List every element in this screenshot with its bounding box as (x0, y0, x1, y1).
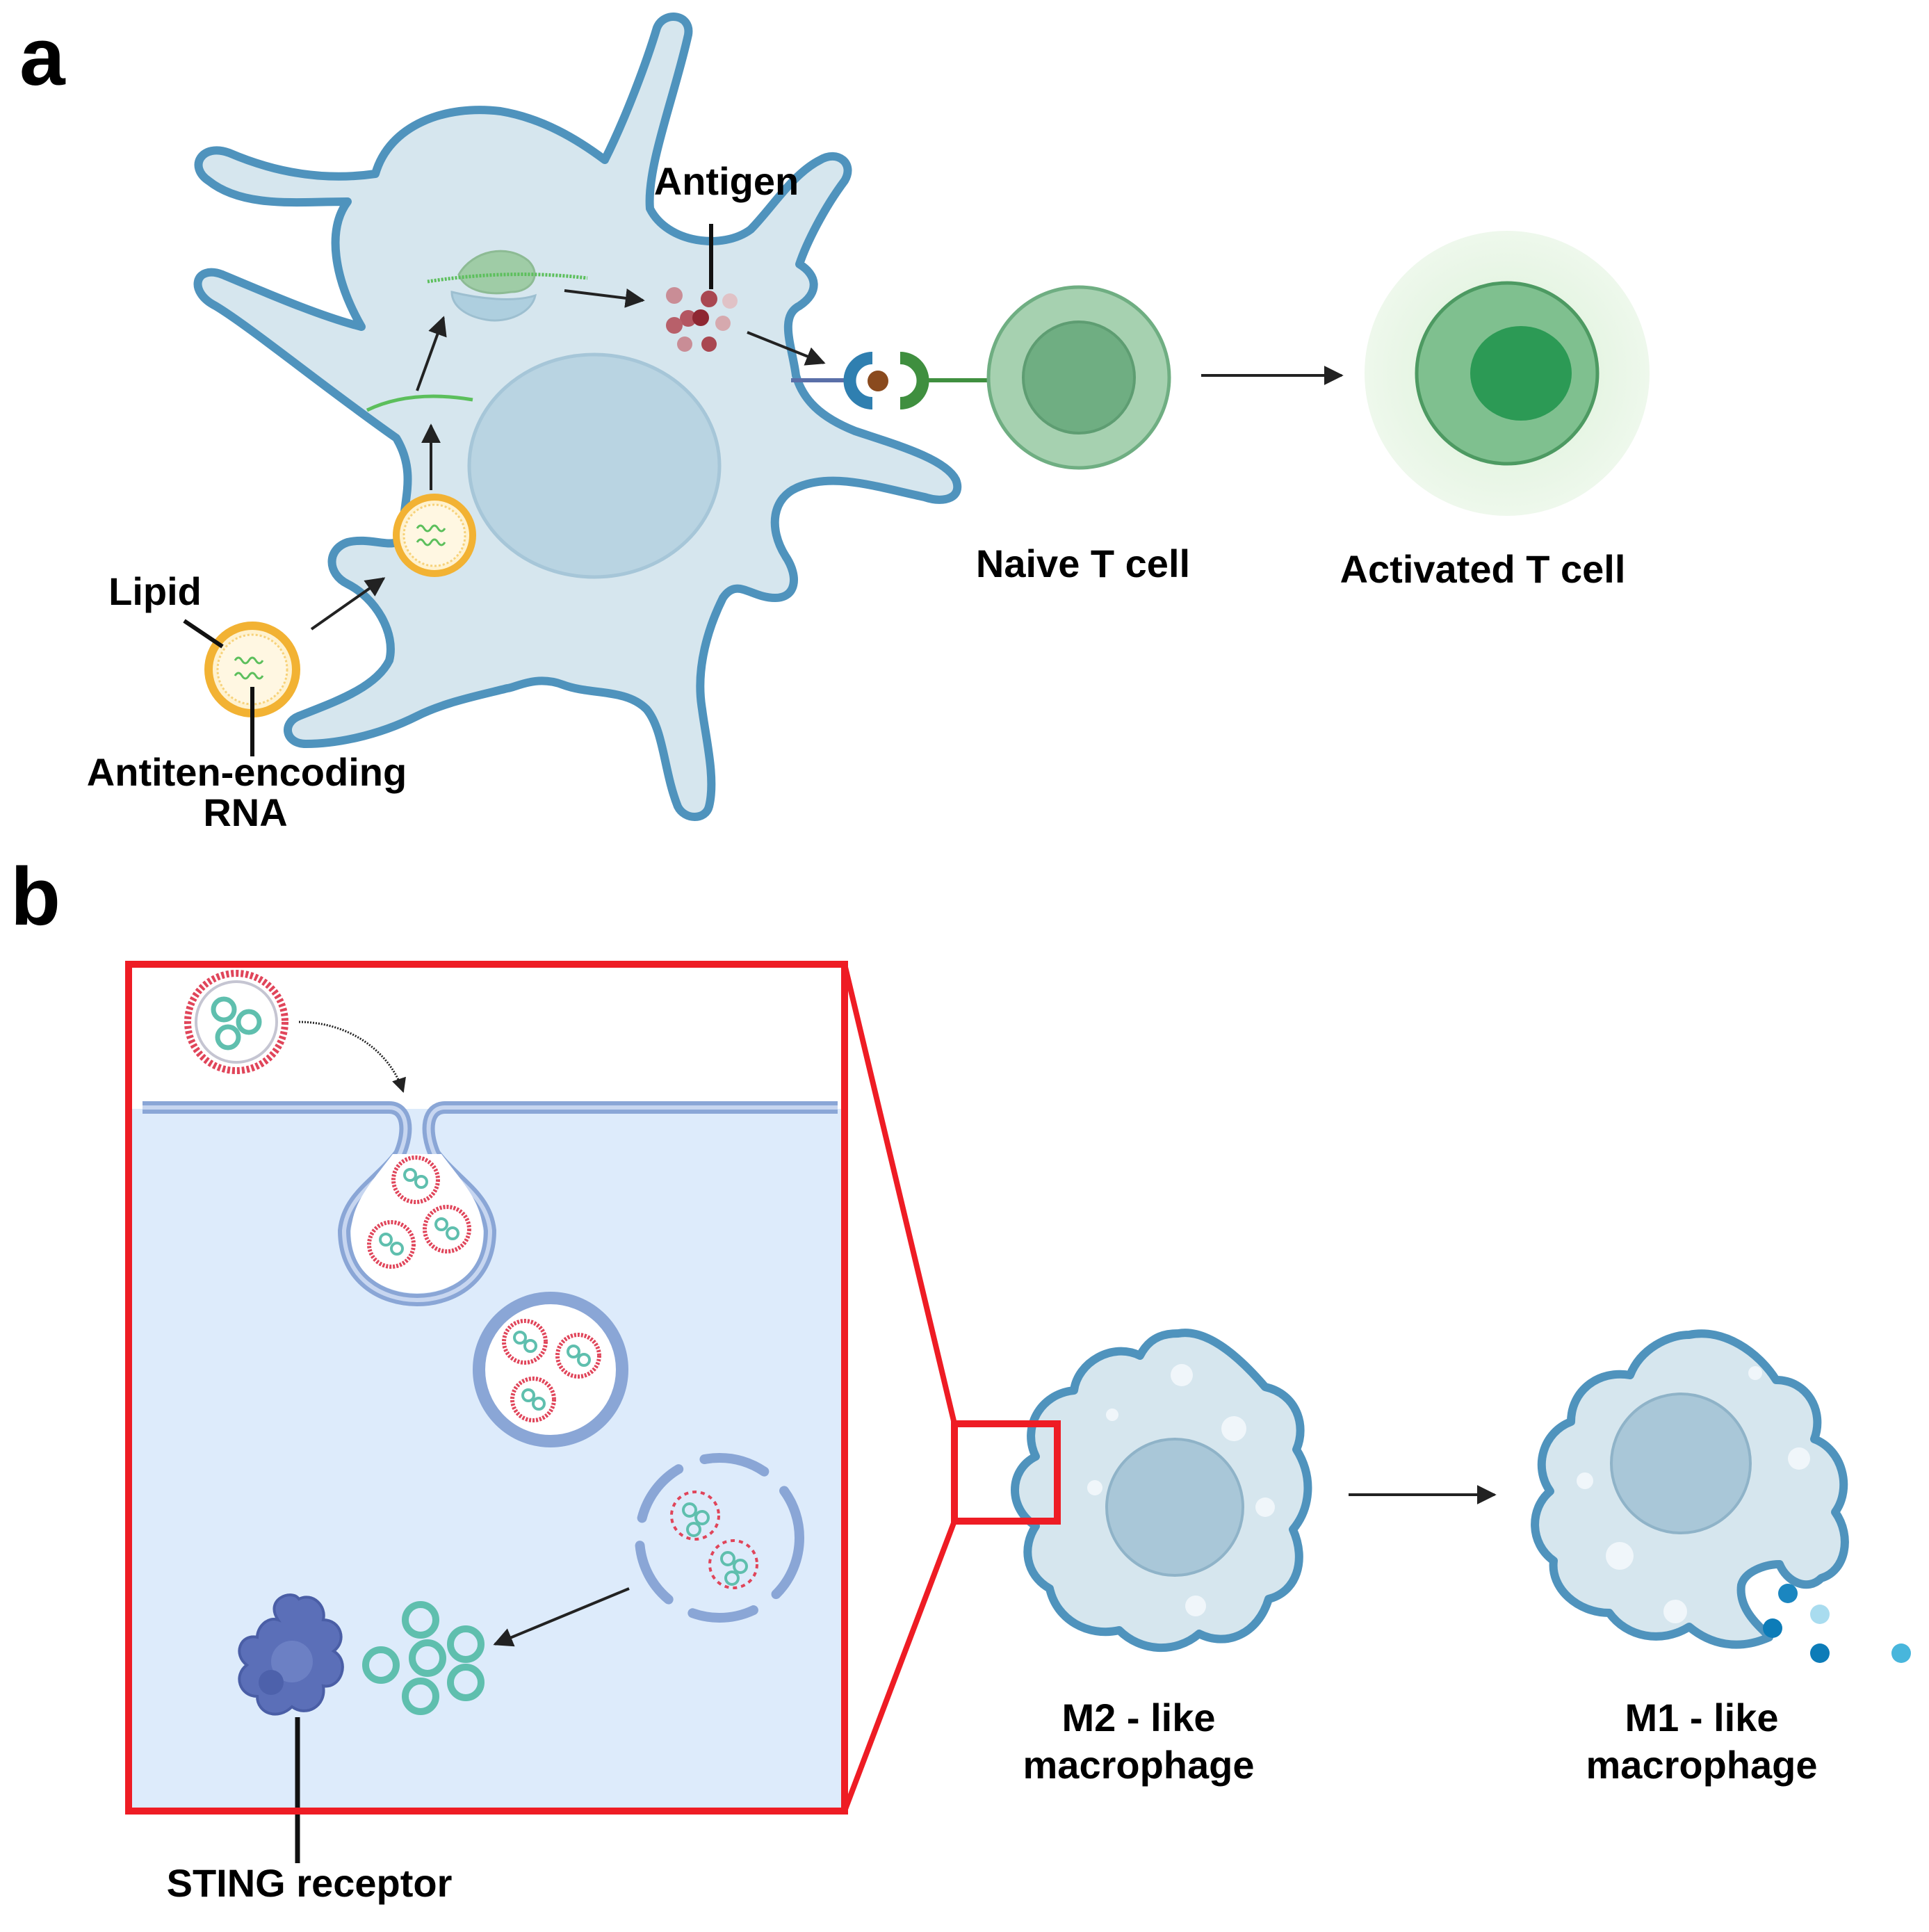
arrow-lnp-entry (310, 577, 386, 631)
arrow-rna-to-ribosome (416, 316, 447, 391)
label-m1-line1: M1 - like (1625, 1696, 1779, 1739)
m1-nucleus (1610, 1393, 1752, 1534)
lipid-pointer (183, 619, 224, 649)
m1-macrophage (1531, 1329, 1849, 1649)
label-activated-t-cell: Activated T cell (1340, 547, 1626, 591)
arrow-uptake (298, 1021, 406, 1093)
mhc-receptor (843, 352, 873, 409)
ruptured-endosome (635, 1453, 804, 1623)
released-sting-agonists (362, 1601, 485, 1715)
arrow-antigen-to-mhc (747, 331, 826, 366)
naive-t-cell (986, 285, 1171, 470)
ribosome-icon (427, 250, 588, 322)
label-lipid: Lipid (108, 569, 202, 613)
dendritic-cell (193, 13, 962, 821)
panel-b-letter: b (10, 851, 60, 943)
label-sting-receptor: STING receptor (167, 1861, 453, 1905)
zoom-frame (125, 961, 848, 1815)
cytokine-release (1763, 1584, 1911, 1663)
label-rna-line1: Antiten-encoding (87, 750, 407, 794)
activated-t-cell (1365, 231, 1650, 516)
label-antigen: Antigen (654, 159, 799, 203)
peptide-antigen (868, 371, 888, 391)
immune-synapse (791, 352, 987, 409)
zoom-inset (125, 961, 848, 1863)
arrow-ribosome-to-antigen (564, 289, 645, 308)
zoom-connector-top (842, 964, 957, 1424)
label-rna-line2: RNA (203, 790, 287, 834)
arrow-release-cargo (493, 1587, 630, 1647)
panel-a-letter: a (19, 11, 66, 103)
endocytic-pit-cargo (367, 1155, 471, 1269)
antigen-cluster (666, 287, 738, 352)
label-m2-line1: M2 - like (1062, 1696, 1216, 1739)
endosome (473, 1292, 628, 1447)
sting-receptor-protein (238, 1593, 344, 1716)
label-m2-line2: macrophage (1023, 1743, 1255, 1787)
label-m1-line2: macrophage (1586, 1743, 1818, 1787)
m2-macrophage (1011, 1329, 1312, 1652)
sting-agonist-nanoparticle (184, 970, 288, 1074)
tcr-receptor (900, 352, 929, 409)
zoom-connector-bottom (842, 1520, 957, 1812)
m2-zoom-marker (951, 1420, 1061, 1525)
dendritic-nucleus (467, 352, 722, 579)
rna-strand-cytoplasm (366, 394, 473, 412)
lipid-nanoparticle-internal (393, 494, 476, 577)
m2-nucleus (1105, 1438, 1244, 1577)
label-naive-t-cell: Naive T cell (976, 542, 1190, 585)
